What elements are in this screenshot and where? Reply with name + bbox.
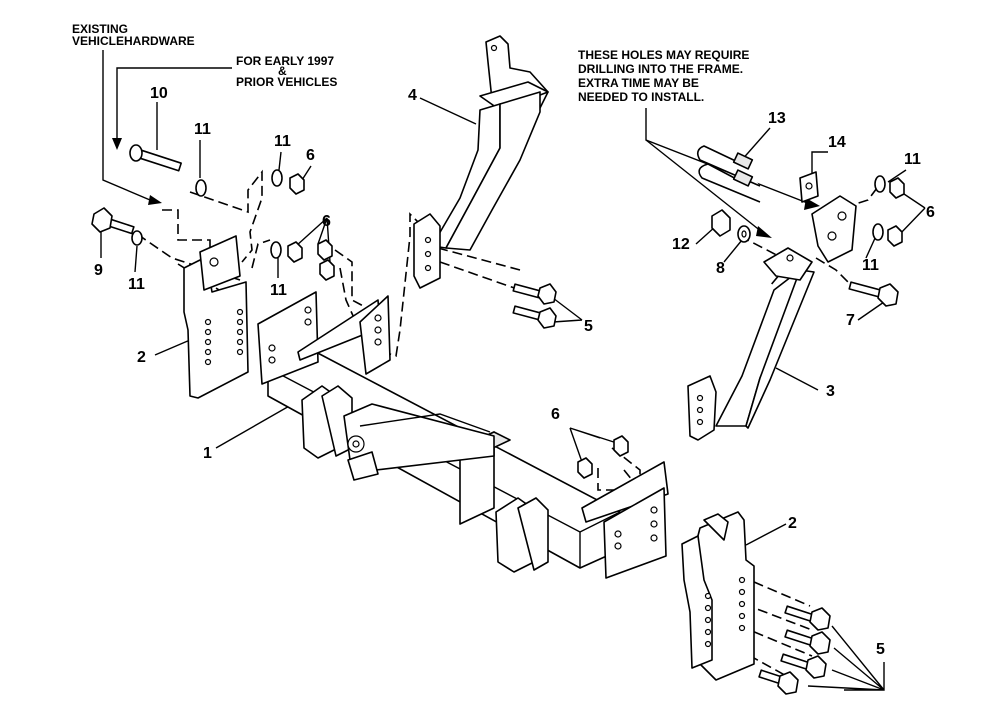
rear-diagonal-brace <box>687 195 857 441</box>
bolt-5 <box>512 283 557 305</box>
callout-13: 13 <box>768 110 786 127</box>
nut-6 <box>317 239 333 261</box>
note-drilling-line4: NEEDED TO INSTALL. <box>578 90 704 104</box>
callout-10: 10 <box>150 85 168 102</box>
right-side-bracket <box>681 511 755 681</box>
washer-11 <box>872 223 884 241</box>
nut-6 <box>613 435 629 457</box>
note-drilling-line1: THESE HOLES MAY REQUIRE <box>578 48 749 62</box>
note-early-vehicles-line1: FOR EARLY 1997 <box>236 54 334 68</box>
nut-6 <box>887 225 903 247</box>
note-drilling-line3: EXTRA TIME MAY BE <box>578 76 699 90</box>
note-existing-hardware-line1: EXISTING <box>72 22 128 36</box>
nut-6 <box>319 259 335 281</box>
bolt-7 <box>848 281 899 307</box>
washer-11 <box>195 179 207 197</box>
nut-6 <box>287 241 303 263</box>
nut-6 <box>889 177 905 199</box>
callout-9: 9 <box>94 262 103 279</box>
callout-4: 4 <box>408 87 417 104</box>
hardware-bolts <box>91 144 899 695</box>
callout-3: 3 <box>826 383 835 400</box>
callout-11: 11 <box>904 151 921 168</box>
callout-14: 14 <box>828 134 846 151</box>
bolt-5 <box>780 653 827 679</box>
backing-plate <box>799 171 819 203</box>
callout-5: 5 <box>876 641 885 658</box>
callout-8: 8 <box>716 260 725 277</box>
callout-2: 2 <box>137 349 146 366</box>
bolt-5 <box>758 669 799 695</box>
callout-12: 12 <box>672 236 690 253</box>
washer-11 <box>270 241 282 259</box>
bolt-10 <box>129 144 182 172</box>
nut-12 <box>711 209 731 237</box>
bolt-9 <box>91 207 135 235</box>
washer-11 <box>271 169 283 187</box>
callout-7: 7 <box>846 312 855 329</box>
washers-and-nuts <box>131 169 905 479</box>
callout-11: 11 <box>274 133 291 150</box>
note-drilling-line2: DRILLING INTO THE FRAME. <box>578 62 743 76</box>
callout-11: 11 <box>128 276 145 293</box>
callout-6: 6 <box>926 204 935 221</box>
callout-11: 11 <box>270 282 287 299</box>
nut-6 <box>577 457 593 479</box>
note-existing-hardware-line2: VEHICLEHARDWARE <box>72 34 195 48</box>
callout-11: 11 <box>862 257 879 274</box>
left-side-bracket <box>183 235 249 399</box>
callout-6: 6 <box>306 147 315 164</box>
bolt-5 <box>784 605 831 631</box>
callout-11: 11 <box>194 121 211 138</box>
washer-11 <box>131 230 143 246</box>
receiver-cross-tube <box>257 291 669 579</box>
callout-5: 5 <box>584 318 593 335</box>
callout-6: 6 <box>551 406 560 423</box>
bolt-5 <box>512 305 557 329</box>
callout-2: 2 <box>788 515 797 532</box>
note-early-vehicles-line3: PRIOR VEHICLES <box>236 75 337 89</box>
callout-1: 1 <box>203 445 212 462</box>
u-bolt <box>696 145 761 203</box>
bolt-5 <box>784 629 831 655</box>
note-early-vehicles-line2: & <box>278 64 287 78</box>
washer-11 <box>874 175 886 193</box>
nut-6 <box>289 173 305 195</box>
upper-frame-brace <box>413 35 549 289</box>
